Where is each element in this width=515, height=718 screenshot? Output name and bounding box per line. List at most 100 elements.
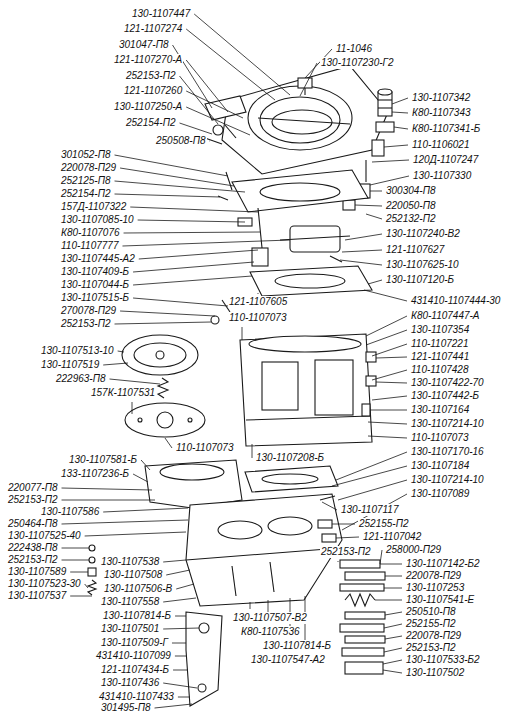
part-number: 300304-П8 — [385, 185, 437, 197]
part-number: 121-1107042 — [362, 531, 422, 543]
part-number: 130-1107519 — [40, 359, 100, 371]
leader-line — [383, 660, 402, 664]
part-number: 252153-П2 — [7, 494, 59, 506]
part-number: 431410-1107099 — [95, 650, 172, 662]
leader-line — [62, 500, 155, 501]
leader-line — [380, 550, 382, 564]
leader-line — [375, 600, 402, 601]
leader-line — [394, 127, 408, 129]
part-number: 110-1107777 — [60, 240, 119, 252]
part-number: 130-1107515-Б — [60, 292, 130, 304]
leader-line — [370, 410, 407, 411]
leader-line — [372, 344, 407, 356]
leader-line — [115, 181, 245, 192]
leader-line — [370, 191, 382, 192]
leader-line — [175, 656, 186, 657]
part-number: 130-1107814-Б — [102, 610, 172, 622]
leader-line — [172, 643, 186, 644]
leader-line — [345, 234, 382, 240]
part-number: 130-1107513-10 — [40, 345, 115, 357]
leader-line — [258, 293, 259, 294]
leader-line — [120, 311, 215, 316]
leader-line — [368, 422, 407, 424]
part-number: 121-1107274 — [123, 23, 183, 35]
part-number: 121-1107441 — [410, 351, 470, 363]
part-number: 130-1107117 — [340, 504, 399, 516]
part-number: 252153-П2 — [7, 554, 59, 566]
part-number: 110-1107073 — [175, 442, 234, 454]
leader-line — [115, 322, 211, 324]
leader-line — [385, 636, 402, 639]
leader-line — [110, 379, 160, 384]
part-number: 130-1107547-А2 — [250, 654, 326, 666]
leader-line — [372, 396, 407, 400]
part-number: К80-1107343 — [411, 107, 472, 119]
part-number: 130-1107501 — [100, 623, 160, 635]
part-number: 121-1107434-Б — [100, 664, 170, 676]
leader-line — [364, 290, 407, 301]
part-number: 130-1107230-Г2 — [320, 57, 395, 69]
part-number: 301495-П8 — [100, 702, 152, 714]
leader-line — [376, 357, 407, 358]
part-number: 110-1106021 — [411, 139, 470, 151]
leader-line — [85, 584, 88, 588]
part-number: 301052-П8 — [60, 149, 112, 161]
part-number: 252153-П2 — [125, 70, 177, 82]
leader-line — [384, 588, 402, 589]
part-number: 130-1107447 — [131, 8, 191, 20]
part-number: 130-1107253 — [405, 582, 465, 594]
part-number: 130-1107541-Е — [405, 594, 475, 606]
part-number: 130-1107507-В2 — [232, 612, 308, 624]
leader-line — [103, 508, 188, 512]
leader-line — [139, 250, 258, 259]
leader-line — [366, 330, 407, 345]
leader-line — [372, 370, 407, 380]
part-number: 130-1107586 — [40, 506, 100, 518]
leader-line — [338, 561, 339, 562]
part-number: 220050-П8 — [385, 200, 437, 212]
leader-line — [385, 612, 402, 615]
part-number: 121-1107627 — [385, 244, 445, 256]
part-number: 252153-П2 — [320, 546, 372, 558]
part-number: 110-1107073 — [228, 312, 287, 324]
leader-line — [176, 584, 194, 589]
part-number: 130-1107214-10 — [410, 474, 485, 486]
part-number: 220077-П8 — [7, 482, 59, 494]
leader-line — [336, 537, 359, 538]
leader-line — [163, 628, 199, 629]
leader-line — [175, 616, 186, 617]
leader-line — [392, 112, 408, 113]
leader-line — [380, 564, 402, 565]
leader-line — [133, 262, 254, 272]
leader-line — [132, 402, 133, 414]
part-number: 130-1107422-70 — [410, 377, 485, 389]
leader-line — [163, 598, 196, 602]
part-number: 157Д-1107322 — [60, 201, 127, 213]
part-number: 220078-П29 — [405, 570, 462, 582]
part-number: 130-1107436 — [100, 677, 160, 689]
part-number: 130-1107170-16 — [410, 446, 485, 458]
leader-line — [322, 502, 337, 510]
leader-line — [180, 123, 212, 134]
leader-line — [178, 697, 190, 698]
part-number: 130-1107330 — [412, 170, 472, 182]
part-number: 157К-1107531 — [90, 387, 156, 399]
leader-line — [115, 155, 228, 176]
leader-line — [141, 460, 150, 470]
part-number: 130-1107184 — [410, 460, 470, 472]
leader-line — [62, 560, 89, 561]
leader-line — [242, 327, 243, 340]
part-number: 130-1107409-Б — [60, 266, 130, 278]
leader-line — [130, 207, 258, 212]
part-number: 250510-П8 — [405, 606, 457, 618]
part-number: К80-1107076 — [60, 227, 121, 239]
part-number: К80-1107536 — [240, 626, 301, 638]
part-number: 252155-П2 — [405, 618, 457, 630]
part-number: 130-1107508 — [103, 569, 163, 581]
part-number: 130-1107523-30 — [7, 578, 82, 590]
leader-line — [332, 524, 355, 525]
part-number: 301047-П8 — [118, 39, 170, 51]
part-number: 258000-П29 — [385, 544, 442, 556]
leader-line — [133, 474, 148, 482]
part-number: 130-1107509-Г — [100, 637, 169, 649]
